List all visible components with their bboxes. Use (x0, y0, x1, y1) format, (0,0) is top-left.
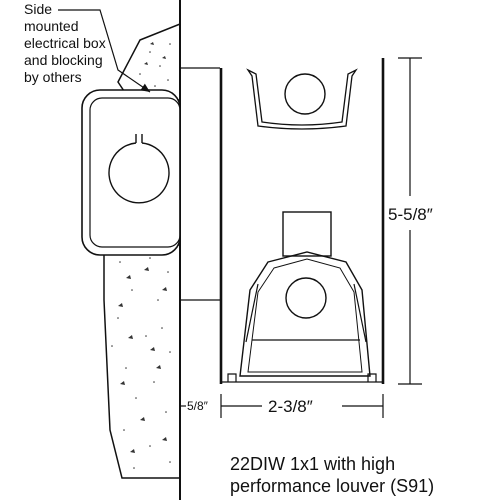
lower-lamp (285, 277, 327, 319)
flange-clip-right (367, 373, 377, 382)
wall-upper-concrete (117, 22, 181, 101)
lamp-socket (282, 211, 332, 257)
electrical-box (81, 89, 181, 256)
upper-lamp (284, 73, 326, 115)
louver-reflector-outer (239, 251, 371, 377)
height-dimension (398, 57, 422, 385)
louver-baffle-left (245, 283, 259, 343)
electrical-box-inner (89, 97, 181, 248)
width-dimension-label: 2-3/8″ (268, 397, 313, 416)
note-line-3: electrical box (24, 35, 106, 51)
wall-thickness-label: 5/8″ (187, 399, 209, 413)
note-line-2: mounted (24, 18, 78, 34)
note-line-4: and blocking (24, 52, 103, 68)
caption-line-2: performance louver (S91) (230, 476, 434, 496)
flange-clip-left (227, 373, 237, 382)
note-block: Side mounted electrical box and blocking… (24, 1, 151, 93)
width-dimension (220, 394, 384, 418)
fixture-housing (219, 58, 385, 384)
height-dimension-label: 5-5/8″ (388, 205, 433, 224)
wall-lower-concrete (103, 244, 181, 479)
electrical-box-outer (81, 89, 181, 256)
concrete-speckle (111, 42, 171, 469)
upper-reflector (246, 68, 358, 130)
louver-reflector-inner (247, 258, 363, 373)
caption-line-1: 22DIW 1x1 with high (230, 454, 395, 474)
knockout-circle (108, 142, 170, 204)
note-line-1: Side (24, 1, 52, 17)
note-line-5: by others (24, 69, 82, 85)
note-leader-arrow (58, 9, 151, 93)
mounting-brackets (180, 67, 220, 301)
louver-baffle-right (353, 283, 367, 343)
